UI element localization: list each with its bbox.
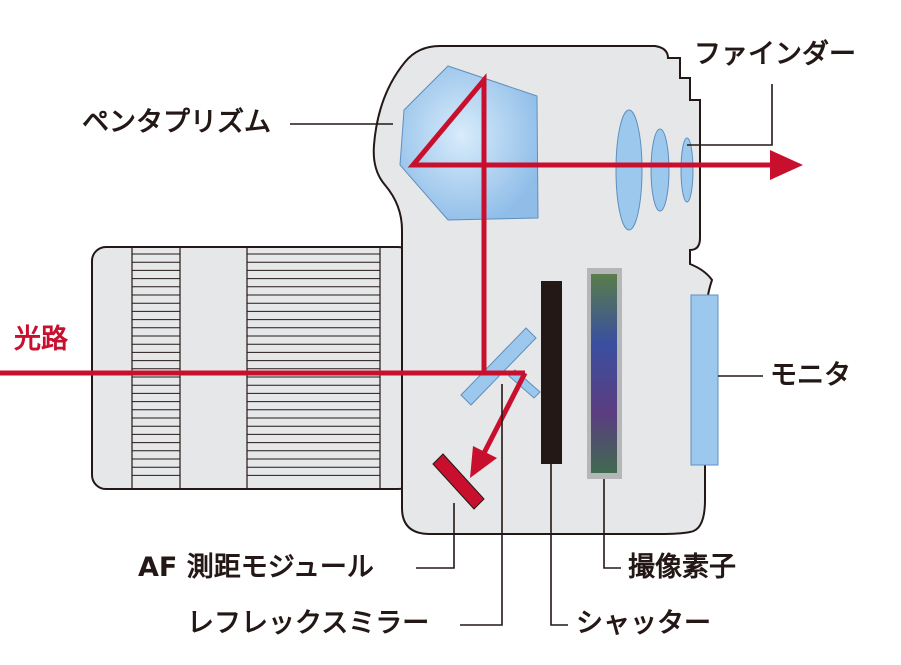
label-reflex-mirror: レフレックスミラー <box>187 608 430 639</box>
pentaprism <box>399 65 539 221</box>
image-sensor <box>591 274 617 473</box>
af-module <box>432 453 485 510</box>
reflex-mirror <box>460 327 537 406</box>
af-arrowhead <box>470 446 497 478</box>
shutter-curtain <box>541 281 562 464</box>
monitor-panel <box>690 294 719 466</box>
label-pentaprism: ペンタプリズム <box>82 107 271 138</box>
label-light-path: 光路 <box>14 324 68 355</box>
light-path <box>0 73 770 459</box>
lens-barrel <box>91 246 413 490</box>
label-af-module: AF 測距モジュール <box>138 552 374 583</box>
light-path-arrowhead <box>770 150 803 180</box>
label-image-sensor: 撮像素子 <box>628 552 736 583</box>
finder-lenses <box>615 109 694 231</box>
label-finder: ファインダー <box>694 39 856 70</box>
label-monitor: モニタ <box>770 360 851 391</box>
label-shutter: シャッター <box>576 608 711 639</box>
leader-lines <box>290 84 773 626</box>
